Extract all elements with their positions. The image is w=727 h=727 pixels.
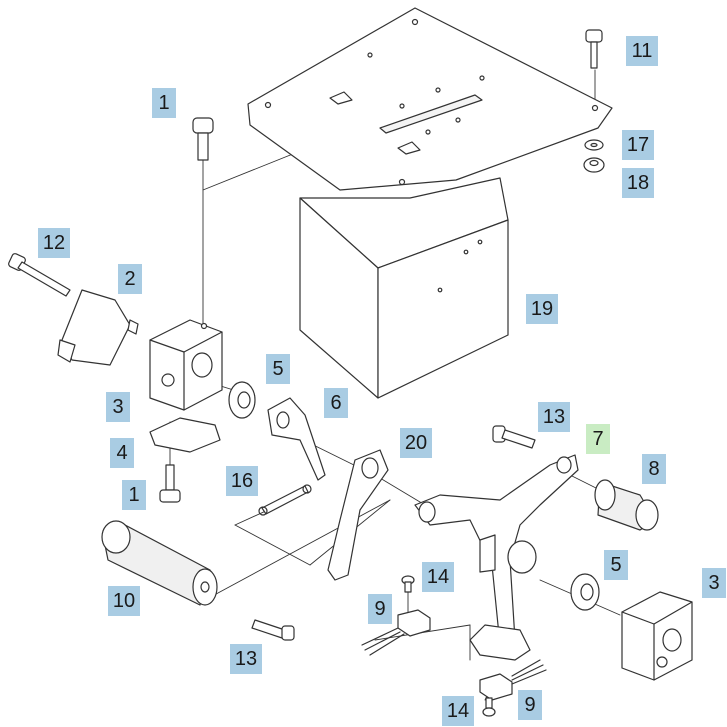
block-3-right [621,591,693,681]
callout-12: 12 [38,228,70,258]
callout-8: 8 [642,454,666,484]
washer-17 [584,139,604,151]
screw-14-top [401,575,415,593]
callout-7: 7 [586,424,610,454]
callout-3-left: 3 [106,392,130,422]
lever-7 [414,454,579,646]
base-plate [247,7,613,191]
callout-13-upper: 13 [538,402,570,432]
callout-5-upper: 5 [266,354,290,384]
sensor-2 [57,289,139,366]
spring-16 [258,484,312,516]
callout-3-right: 3 [702,568,726,598]
washer-5-right [570,573,600,611]
callout-16: 16 [226,466,258,496]
screw-14-bottom [482,697,496,717]
callout-5-lower: 5 [604,550,628,580]
screw-13-top [492,425,536,449]
screw-1-bottom [159,464,181,503]
plate-4 [149,417,221,453]
roller-10 [101,520,218,606]
lever-6 [267,397,326,481]
callout-11: 11 [626,36,658,66]
washer-5-left [228,381,256,419]
callout-13-lower: 13 [230,644,262,674]
screw-1-top [192,117,214,161]
callout-6: 6 [324,388,348,418]
plate-holes [264,18,599,186]
callout-9-bottom: 9 [518,690,542,720]
bolt-12 [8,253,71,297]
callout-10: 10 [108,586,140,616]
switch-9-left [361,609,431,656]
callout-1-top: 1 [152,88,176,118]
callout-9-left: 9 [368,594,392,624]
callout-14-upper: 14 [422,562,454,592]
switch-9-bottom [479,659,547,701]
callout-14-lower: 14 [442,696,474,726]
lever-20 [327,449,389,581]
block-3-left [149,319,223,411]
callout-2: 2 [118,264,142,294]
callout-18: 18 [622,168,654,198]
nut-18 [583,157,605,173]
callout-4: 4 [110,438,134,468]
housing-box [299,177,509,399]
callout-17: 17 [622,130,654,160]
callout-19: 19 [526,294,558,324]
callout-20: 20 [400,428,432,458]
callout-1-bottom: 1 [122,480,146,510]
bracket [469,624,531,661]
roller-8 [594,479,659,531]
screw-13-bottom [251,619,295,641]
screw-11 [585,29,603,69]
